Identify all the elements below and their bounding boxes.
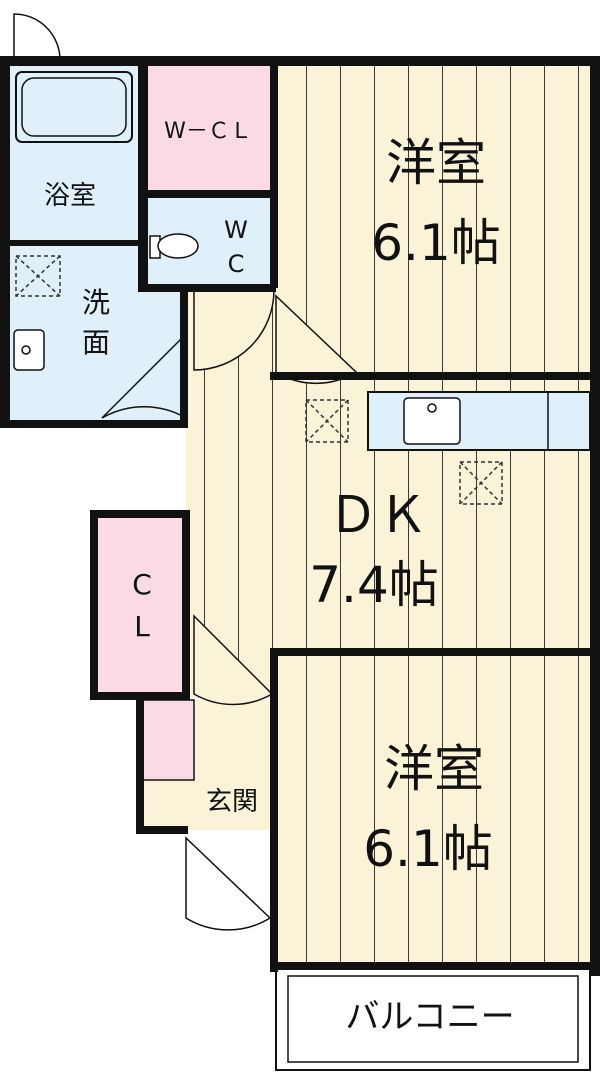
washroom-line2: 面 [82,326,110,359]
door-swings [13,13,358,931]
entrance-name: 玄関 [206,787,258,817]
sink-drain [427,403,437,413]
bath-name: 浴室 [44,181,96,211]
cl-floor [96,514,186,694]
balcony-outline [275,965,591,1071]
wc-line2: C [228,250,245,278]
bedroom-lower-floor [276,648,590,966]
cl-line1: C [132,568,152,601]
walls [0,56,600,976]
kitchen-sink [403,397,461,445]
wcl-name: W－ＣＬ [164,119,252,144]
kitchen-counter [367,391,591,451]
bathtub [15,71,133,143]
bedroom-lower-name: 洋室 [384,740,484,798]
washing-machine-space [15,255,61,297]
balcony-name: バルコニー [345,997,514,1037]
bedroom-lower-size: 6.1帖 [363,820,493,878]
bedroom-upper-size: 6.1帖 [371,214,501,272]
washbasin [13,329,45,371]
dk-name: ＤＫ [328,486,428,544]
washbasin-drain [21,345,31,355]
bathtub-inner [21,77,127,137]
wcl-floor [144,62,276,198]
appliance-space [459,461,503,505]
fridge-space [305,399,349,443]
dk-size: 7.4帖 [309,556,439,614]
toilet-bowl [157,233,199,259]
cl-line2: L [134,610,150,643]
shoe-closet [141,699,195,781]
wc-line1: W [224,216,248,244]
balcony-inner-rail [287,975,579,1063]
washroom-line1: 洗 [82,286,110,319]
bedroom-upper-name: 洋室 [386,134,486,192]
bedroom-upper-floor [276,62,590,378]
